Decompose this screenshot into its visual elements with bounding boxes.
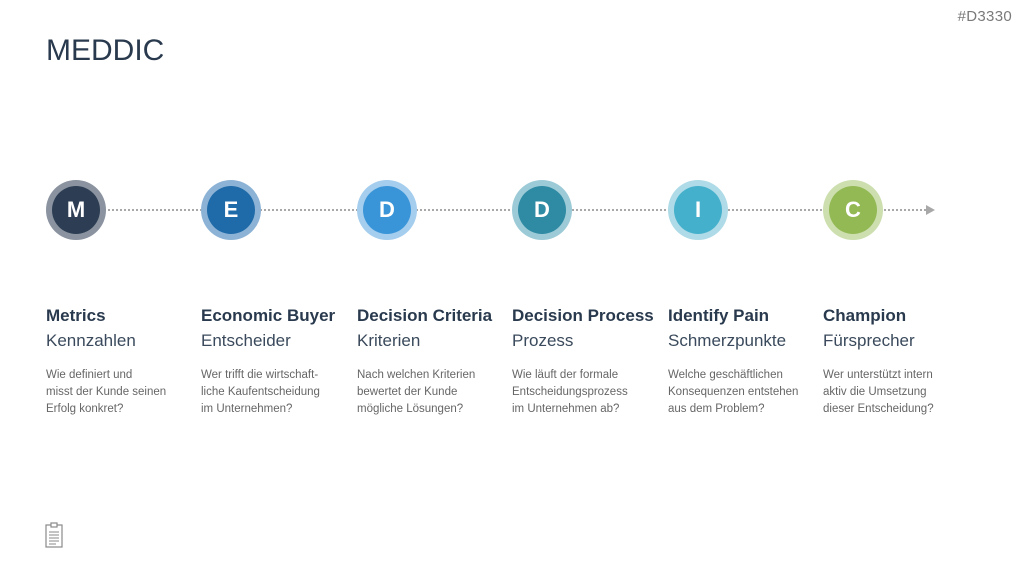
step-node: I: [668, 180, 728, 240]
step-column-metrics: Metrics Kennzahlen Wie definiert und mis…: [46, 306, 196, 418]
step-title: Decision Criteria: [357, 306, 493, 325]
step-column-identify-pain: Identify Pain Schmerzpunkte Welche gesch…: [668, 306, 818, 418]
step-letter: M: [52, 186, 100, 234]
step-subtitle: Kennzahlen: [46, 331, 136, 350]
timeline-connector: [76, 209, 926, 211]
step-letter: D: [518, 186, 566, 234]
step-description: Wer trifft die wirtschaft- liche Kaufent…: [201, 369, 320, 415]
step-letter: D: [363, 186, 411, 234]
step-node: E: [201, 180, 261, 240]
step-title: Economic Buyer: [201, 306, 336, 325]
step-node: D: [357, 180, 417, 240]
clipboard-icon[interactable]: [45, 522, 63, 548]
step-node: C: [823, 180, 883, 240]
step-subtitle: Prozess: [512, 331, 574, 350]
step-description: Nach welchen Kriterien bewertet der Kund…: [357, 369, 476, 415]
page-title: MEDDIC: [46, 34, 165, 67]
slide-id: #D3330: [957, 8, 1012, 25]
step-subtitle: Fürsprecher: [823, 331, 915, 350]
step-node: M: [46, 180, 106, 240]
step-title: Champion: [823, 306, 907, 325]
step-subtitle: Schmerzpunkte: [668, 331, 787, 350]
step-letter: C: [829, 186, 877, 234]
step-description: Wer unterstützt intern aktiv die Umsetzu…: [823, 369, 934, 415]
step-description: Welche geschäftlichen Konsequenzen entst…: [668, 369, 799, 415]
step-subtitle: Entscheider: [201, 331, 291, 350]
step-column-decision-criteria: Decision Criteria Kriterien Nach welchen…: [357, 306, 507, 418]
step-description: Wie läuft der formale Entscheidungsproze…: [512, 369, 628, 415]
step-title: Decision Process: [512, 306, 654, 325]
step-node: D: [512, 180, 572, 240]
step-title: Metrics: [46, 306, 106, 325]
step-subtitle: Kriterien: [357, 331, 421, 350]
step-column-decision-process: Decision Process Prozess Wie läuft der f…: [512, 306, 662, 418]
step-letter: E: [207, 186, 255, 234]
step-column-champion: Champion Fürsprecher Wer unterstützt int…: [823, 306, 973, 418]
step-description: Wie definiert und misst der Kunde seinen…: [46, 369, 167, 415]
step-column-economic-buyer: Economic Buyer Entscheider Wer trifft di…: [201, 306, 351, 418]
arrow-head-icon: [926, 205, 935, 215]
step-letter: I: [674, 186, 722, 234]
step-title: Identify Pain: [668, 306, 770, 325]
